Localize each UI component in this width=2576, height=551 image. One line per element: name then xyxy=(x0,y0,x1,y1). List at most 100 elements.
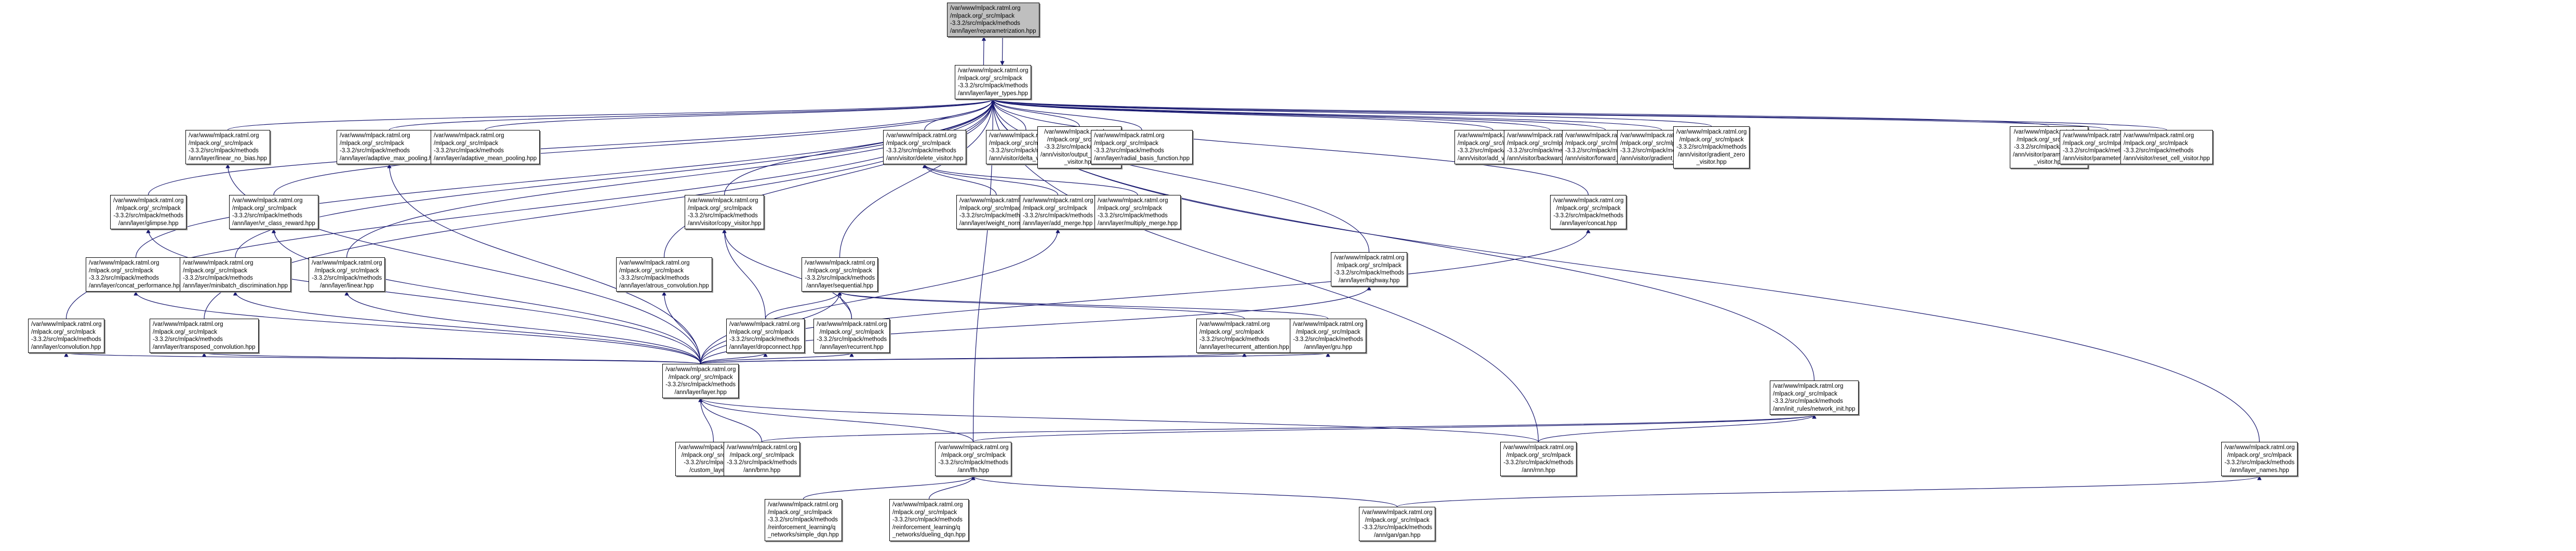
edge-minibatch-discrimination-to-layer-types xyxy=(235,99,995,258)
node-label-line: /mlpack.org/_src/mlpack xyxy=(31,329,96,335)
node-label-line: -3.3.2/src/mlpack/methods xyxy=(2124,148,2194,154)
node-reset-cell-visitor[interactable]: /var/www/mlpack.ratml.org/mlpack.org/_sr… xyxy=(2120,130,2213,164)
node-label-line: /var/www/mlpack.ratml.org xyxy=(817,321,887,327)
node-brnn[interactable]: /var/www/mlpack.ratml.org/mlpack.org/_sr… xyxy=(724,442,800,476)
node-dropconnect[interactable]: /var/www/mlpack.ratml.org/mlpack.org/_sr… xyxy=(726,319,805,353)
node-label-line: /ann/layer/vr_class_reward.hpp xyxy=(232,220,315,227)
node-label-line: /var/www/mlpack.ratml.org xyxy=(232,198,303,204)
node-vr-class-reward[interactable]: /var/www/mlpack.ratml.org/mlpack.org/_sr… xyxy=(229,195,318,229)
node-weight-norm[interactable]: /var/www/mlpack.ratml.org/mlpack.org/_sr… xyxy=(956,195,1036,229)
edge-highway-to-layer-types xyxy=(991,99,1370,253)
node-label-line: -3.3.2/src/mlpack/methods xyxy=(2063,148,2133,154)
node-gan[interactable]: /var/www/mlpack.ratml.org/mlpack.org/_sr… xyxy=(1359,507,1436,541)
node-label-line: /var/www/mlpack.ratml.org xyxy=(1199,321,1270,327)
node-atrous-convolution[interactable]: /var/www/mlpack.ratml.org/mlpack.org/_sr… xyxy=(616,257,712,292)
node-concat-performance[interactable]: /var/www/mlpack.ratml.org/mlpack.org/_sr… xyxy=(86,257,186,292)
node-label-line: /var/www/mlpack.ratml.org xyxy=(1503,444,1574,451)
edge-ffn-to-layer xyxy=(698,398,974,442)
node-rnn[interactable]: /var/www/mlpack.ratml.org/mlpack.org/_sr… xyxy=(1500,442,1577,476)
node-label-line: /var/www/mlpack.ratml.org xyxy=(31,321,102,327)
node-label-line: /ann/layer/layer.hpp xyxy=(674,389,727,396)
node-label-line: /ann/layer/adaptive_mean_pooling.hpp xyxy=(434,155,537,162)
node-copy-visitor[interactable]: /var/www/mlpack.ratml.org/mlpack.org/_sr… xyxy=(685,195,765,229)
node-label-line: -3.3.2/src/mlpack/methods xyxy=(892,517,963,523)
edge-copy-visitor-to-layer-types xyxy=(724,99,995,195)
node-label-line: /var/www/mlpack.ratml.org xyxy=(619,260,690,266)
node-layer[interactable]: /var/www/mlpack.ratml.org/mlpack.org/_sr… xyxy=(662,364,739,398)
edge-rnn-to-layer xyxy=(698,398,1539,442)
node-glimpse[interactable]: /var/www/mlpack.ratml.org/mlpack.org/_sr… xyxy=(110,195,187,229)
node-label-line: -3.3.2/src/mlpack/methods xyxy=(1773,398,1843,404)
node-label-line: /mlpack.org/_src/mlpack xyxy=(1507,140,1571,147)
node-convolution[interactable]: /var/www/mlpack.ratml.org/mlpack.org/_sr… xyxy=(28,319,105,353)
edge-delta-visitor-to-layer-types xyxy=(991,99,1026,130)
node-linear[interactable]: /var/www/mlpack.ratml.org/mlpack.org/_sr… xyxy=(309,257,385,292)
edge-concat-performance-to-layer-types xyxy=(135,99,995,258)
node-label-line: /mlpack.org/_src/mlpack xyxy=(1773,390,1837,397)
edge-add-visitor-to-layer-types xyxy=(991,99,1493,130)
node-simple-dqn[interactable]: /var/www/mlpack.ratml.org/mlpack.org/_sr… xyxy=(765,499,842,541)
node-label-line: -3.3.2/src/mlpack/methods xyxy=(183,275,253,281)
node-label-line: /ann/visitor/copy_visitor.hpp xyxy=(688,220,762,227)
node-ffn[interactable]: /var/www/mlpack.ratml.org/mlpack.org/_sr… xyxy=(935,442,1012,476)
node-label-line: /var/www/mlpack.ratml.org xyxy=(1023,198,1093,204)
node-radial-basis-function[interactable]: /var/www/mlpack.ratml.org/mlpack.org/_sr… xyxy=(1091,130,1193,164)
edge-weight-norm-to-delete-visitor xyxy=(922,164,997,195)
edge-layer-to-linear xyxy=(344,291,701,364)
node-sequential[interactable]: /var/www/mlpack.ratml.org/mlpack.org/_sr… xyxy=(802,257,878,292)
node-recurrent[interactable]: /var/www/mlpack.ratml.org/mlpack.org/_sr… xyxy=(813,319,890,353)
node-adaptive-max-pooling[interactable]: /var/www/mlpack.ratml.org/mlpack.org/_sr… xyxy=(337,130,443,164)
node-label-line: -3.3.2/src/mlpack/methods xyxy=(153,336,223,343)
edge-brnn-to-layer xyxy=(698,398,763,442)
node-transposed-convolution[interactable]: /var/www/mlpack.ratml.org/mlpack.org/_sr… xyxy=(150,319,259,353)
node-label-line: /var/www/mlpack.ratml.org xyxy=(805,260,875,266)
edge-reset-cell-visitor-to-layer-types xyxy=(991,99,2167,130)
node-dueling-dqn[interactable]: /var/www/mlpack.ratml.org/mlpack.org/_sr… xyxy=(889,499,969,541)
node-linear-no-bias[interactable]: /var/www/mlpack.ratml.org/mlpack.org/_sr… xyxy=(185,130,270,164)
node-label-line: /mlpack.org/_src/mlpack xyxy=(1094,140,1158,147)
node-add-merge[interactable]: /var/www/mlpack.ratml.org/mlpack.org/_sr… xyxy=(1020,195,1097,229)
node-label-line: /ann/gan/gan.hpp xyxy=(1373,532,1421,539)
node-delete-visitor[interactable]: /var/www/mlpack.ratml.org/mlpack.org/_sr… xyxy=(883,130,967,164)
node-concat[interactable]: /var/www/mlpack.ratml.org/mlpack.org/_sr… xyxy=(1550,195,1627,229)
node-label-line: /var/www/mlpack.ratml.org xyxy=(1676,129,1747,135)
edge-parameters-set-visitor-to-layer-types xyxy=(991,99,2050,127)
node-label-line: /var/www/mlpack.ratml.org xyxy=(958,68,1029,74)
node-adaptive-mean-pooling[interactable]: /var/www/mlpack.ratml.org/mlpack.org/_sr… xyxy=(431,130,540,164)
node-label-line: /mlpack.org/_src/mlpack xyxy=(941,452,1006,458)
node-label-line: /mlpack.org/_src/mlpack xyxy=(886,140,951,147)
edge-glimpse-to-layer-types xyxy=(148,99,995,195)
node-label-line: /mlpack.org/_src/mlpack xyxy=(153,329,217,335)
node-recurrent-attention[interactable]: /var/www/mlpack.ratml.org/mlpack.org/_sr… xyxy=(1196,319,1292,353)
edge-rnn-to-layer-types xyxy=(991,99,1539,442)
node-label-line: /mlpack.org/_src/mlpack xyxy=(1023,205,1087,212)
node-label-line: /var/www/mlpack.ratml.org xyxy=(434,133,504,139)
node-highway[interactable]: /var/www/mlpack.ratml.org/mlpack.org/_sr… xyxy=(1331,252,1408,286)
edge-layer-to-add-merge xyxy=(700,229,1060,364)
node-layer-names[interactable]: /var/www/mlpack.ratml.org/mlpack.org/_sr… xyxy=(2221,442,2298,476)
node-label-line: /ann/layer/multiply_merge.hpp xyxy=(1098,220,1178,227)
node-label-line: /ann/layer/linear.hpp xyxy=(319,282,374,289)
node-label-line: /var/www/mlpack.ratml.org xyxy=(950,5,1021,11)
node-network-init[interactable]: /var/www/mlpack.ratml.org/mlpack.org/_sr… xyxy=(1770,381,1859,415)
node-label-line: /var/www/mlpack.ratml.org xyxy=(1553,198,1624,204)
node-label-line: /ann/layer/weight_norm.hpp xyxy=(959,220,1033,227)
node-gradient-zero-visitor[interactable]: /var/www/mlpack.ratml.org/mlpack.org/_sr… xyxy=(1673,126,1750,168)
node-label-line: -3.3.2/src/mlpack/methods xyxy=(729,336,799,343)
node-label-line: /ann/visitor/reset_cell_visitor.hpp xyxy=(2124,155,2210,162)
node-label-line: -3.3.2/src/mlpack/methods xyxy=(1094,148,1164,154)
node-label-line: /ann/layer/transposed_convolution.hpp xyxy=(153,344,256,350)
node-label-line: /mlpack.org/_src/mlpack xyxy=(1565,140,1630,147)
node-label-line: /var/www/mlpack.ratml.org xyxy=(1507,133,1578,139)
node-multiply-merge[interactable]: /var/www/mlpack.ratml.org/mlpack.org/_sr… xyxy=(1095,195,1181,229)
node-minibatch-discrimination[interactable]: /var/www/mlpack.ratml.org/mlpack.org/_sr… xyxy=(180,257,291,292)
edge-vr-class-reward-to-layer-types xyxy=(273,99,995,195)
edge-radial-basis-function-to-layer-types xyxy=(991,99,1142,130)
node-label-line: /ann/layer/convolution.hpp xyxy=(31,344,101,350)
edge-ffn-to-network-init xyxy=(972,414,1817,442)
edge-gan-to-ffn xyxy=(971,476,1398,507)
edge-recurrent-to-sequential xyxy=(837,291,852,319)
node-label-line: /mlpack.org/_src/mlpack xyxy=(1679,136,1744,143)
node-layer-types[interactable]: /var/www/mlpack.ratml.org/mlpack.org/_sr… xyxy=(955,65,1032,99)
node-gru[interactable]: /var/www/mlpack.ratml.org/mlpack.org/_sr… xyxy=(1290,319,1367,353)
